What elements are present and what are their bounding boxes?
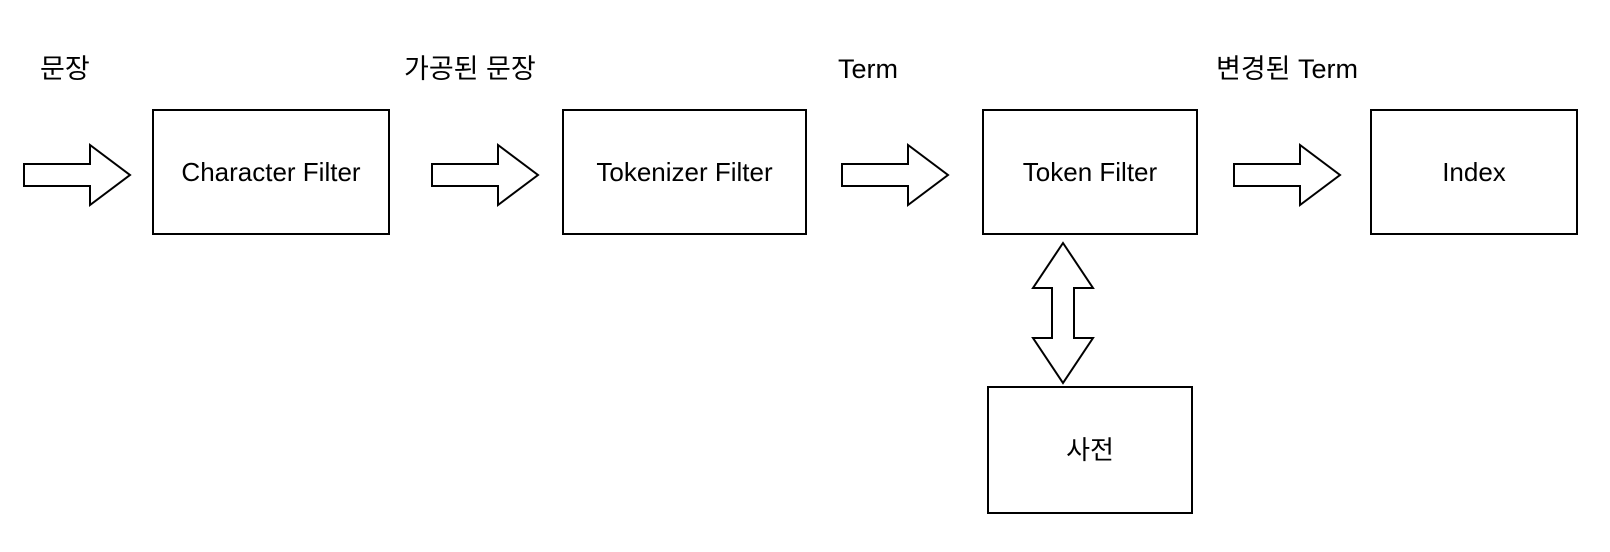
node-character-filter-label: Character Filter: [181, 157, 361, 187]
node-token-filter[interactable]: Token Filter: [982, 109, 1198, 235]
node-dictionary[interactable]: 사전: [987, 386, 1193, 514]
node-tokenizer-filter-label: Tokenizer Filter: [596, 157, 773, 187]
node-character-filter[interactable]: Character Filter: [152, 109, 390, 235]
edge-label-changed-term: 변경된 Term: [1216, 54, 1359, 84]
edge-label-processed-sentence: 가공된 문장: [404, 54, 536, 84]
arrow-into-token-filter-icon: [840, 143, 950, 207]
node-index-label: Index: [1442, 157, 1506, 187]
edge-label-term: Term: [838, 54, 898, 84]
node-index[interactable]: Index: [1370, 109, 1578, 235]
node-token-filter-label: Token Filter: [1022, 157, 1158, 187]
edge-label-sentence: 문장: [40, 54, 90, 84]
arrow-into-character-filter-icon: [22, 143, 132, 207]
node-dictionary-label: 사전: [1066, 435, 1114, 465]
arrow-into-tokenizer-filter-icon: [430, 143, 540, 207]
node-tokenizer-filter[interactable]: Tokenizer Filter: [562, 109, 807, 235]
arrow-token-filter-dictionary-icon: [1030, 240, 1096, 386]
arrow-into-index-icon: [1232, 143, 1342, 207]
